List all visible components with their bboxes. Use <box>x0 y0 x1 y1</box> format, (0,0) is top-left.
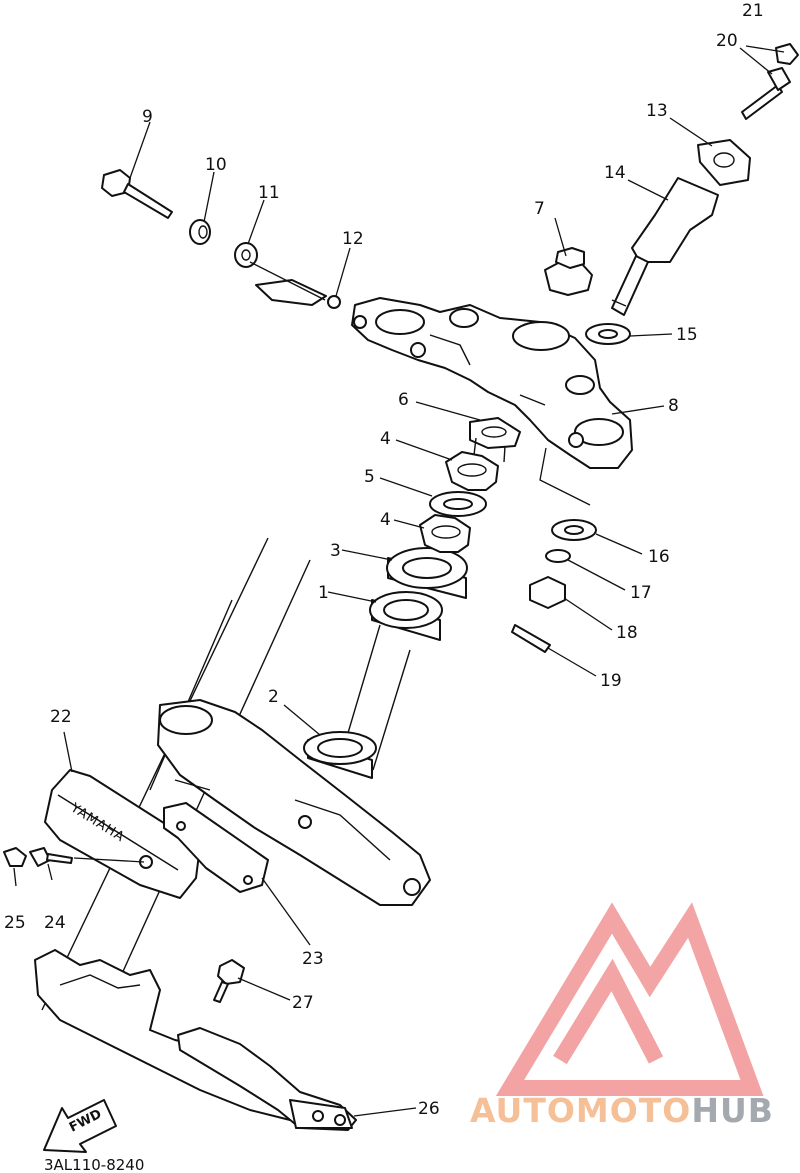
cap-nut-21 <box>775 43 799 65</box>
screw-24 <box>29 847 73 867</box>
watermark-hub: HUB <box>691 1091 774 1130</box>
bolt-27 <box>213 959 245 1003</box>
leader-lines <box>13 45 785 1117</box>
callout-20: 20 <box>716 31 738 51</box>
callout-15: 15 <box>676 325 698 345</box>
washer-5 <box>429 491 487 517</box>
callout-17: 17 <box>630 583 652 603</box>
holder-cap <box>697 139 751 186</box>
callout-24: 24 <box>44 913 66 933</box>
watermark-moto: MOTO <box>576 1091 691 1130</box>
watermark-logo <box>495 902 764 1096</box>
callout-27: 27 <box>292 993 314 1013</box>
callout-21: 21 <box>742 1 764 21</box>
cap-25 <box>3 847 27 867</box>
callout-14: 14 <box>604 163 626 183</box>
watermark-text: AUTOMOTOHUB <box>470 1091 774 1130</box>
callout-25: 25 <box>4 913 26 933</box>
upper-bearing <box>386 547 468 599</box>
cover-bracket <box>163 802 269 893</box>
callout-22: 22 <box>50 707 72 727</box>
cotter-pin <box>511 624 551 653</box>
emblem-cover: YAMAHA <box>44 769 201 899</box>
stay-bracket <box>177 1027 357 1131</box>
callout-12: 12 <box>342 229 364 249</box>
callouts: 1 2 3 4 4 5 6 7 8 9 10 11 12 13 14 15 16… <box>4 1 764 1119</box>
callout-9: 9 <box>142 107 153 127</box>
callout-19: 19 <box>600 671 622 691</box>
callout-3: 3 <box>330 541 341 561</box>
callout-4-lower: 4 <box>380 510 391 530</box>
handlebar-holder <box>611 177 719 316</box>
washer-10 <box>189 219 211 245</box>
lower-bracket <box>157 699 431 906</box>
ring-nut-upper <box>445 451 499 491</box>
pinch-bolt <box>101 169 173 219</box>
callout-2: 2 <box>268 687 279 707</box>
callout-18: 18 <box>616 623 638 643</box>
callout-7: 7 <box>534 199 545 219</box>
callout-26: 26 <box>418 1099 440 1119</box>
washer-11 <box>234 242 258 268</box>
callout-5: 5 <box>364 467 375 487</box>
part-code: 3AL110-8240 <box>44 1156 144 1173</box>
watermark: AUTOMOTOHUB <box>470 902 774 1130</box>
washer-16 <box>551 519 597 541</box>
callout-11: 11 <box>258 183 280 203</box>
callout-4-upper: 4 <box>380 429 391 449</box>
callout-10: 10 <box>205 155 227 175</box>
callout-6: 6 <box>398 390 409 410</box>
forward-arrow: FWD <box>43 1099 117 1153</box>
spring-washer <box>545 549 571 563</box>
nut-18 <box>529 576 566 609</box>
callout-16: 16 <box>648 547 670 567</box>
lock-washer <box>469 417 521 463</box>
upper-bearing-race <box>369 591 443 641</box>
callout-23: 23 <box>302 949 324 969</box>
callout-13: 13 <box>646 101 668 121</box>
watermark-auto: AUTO <box>470 1091 576 1130</box>
ring-nut-lower <box>419 514 471 553</box>
upper-bracket <box>351 297 633 469</box>
callout-1: 1 <box>318 583 329 603</box>
cable-clip <box>255 279 341 309</box>
bolt-20 <box>741 67 791 120</box>
callout-8: 8 <box>668 396 679 416</box>
washer-15 <box>585 323 631 345</box>
stem-nut <box>544 247 593 296</box>
lower-bearing <box>303 731 377 779</box>
